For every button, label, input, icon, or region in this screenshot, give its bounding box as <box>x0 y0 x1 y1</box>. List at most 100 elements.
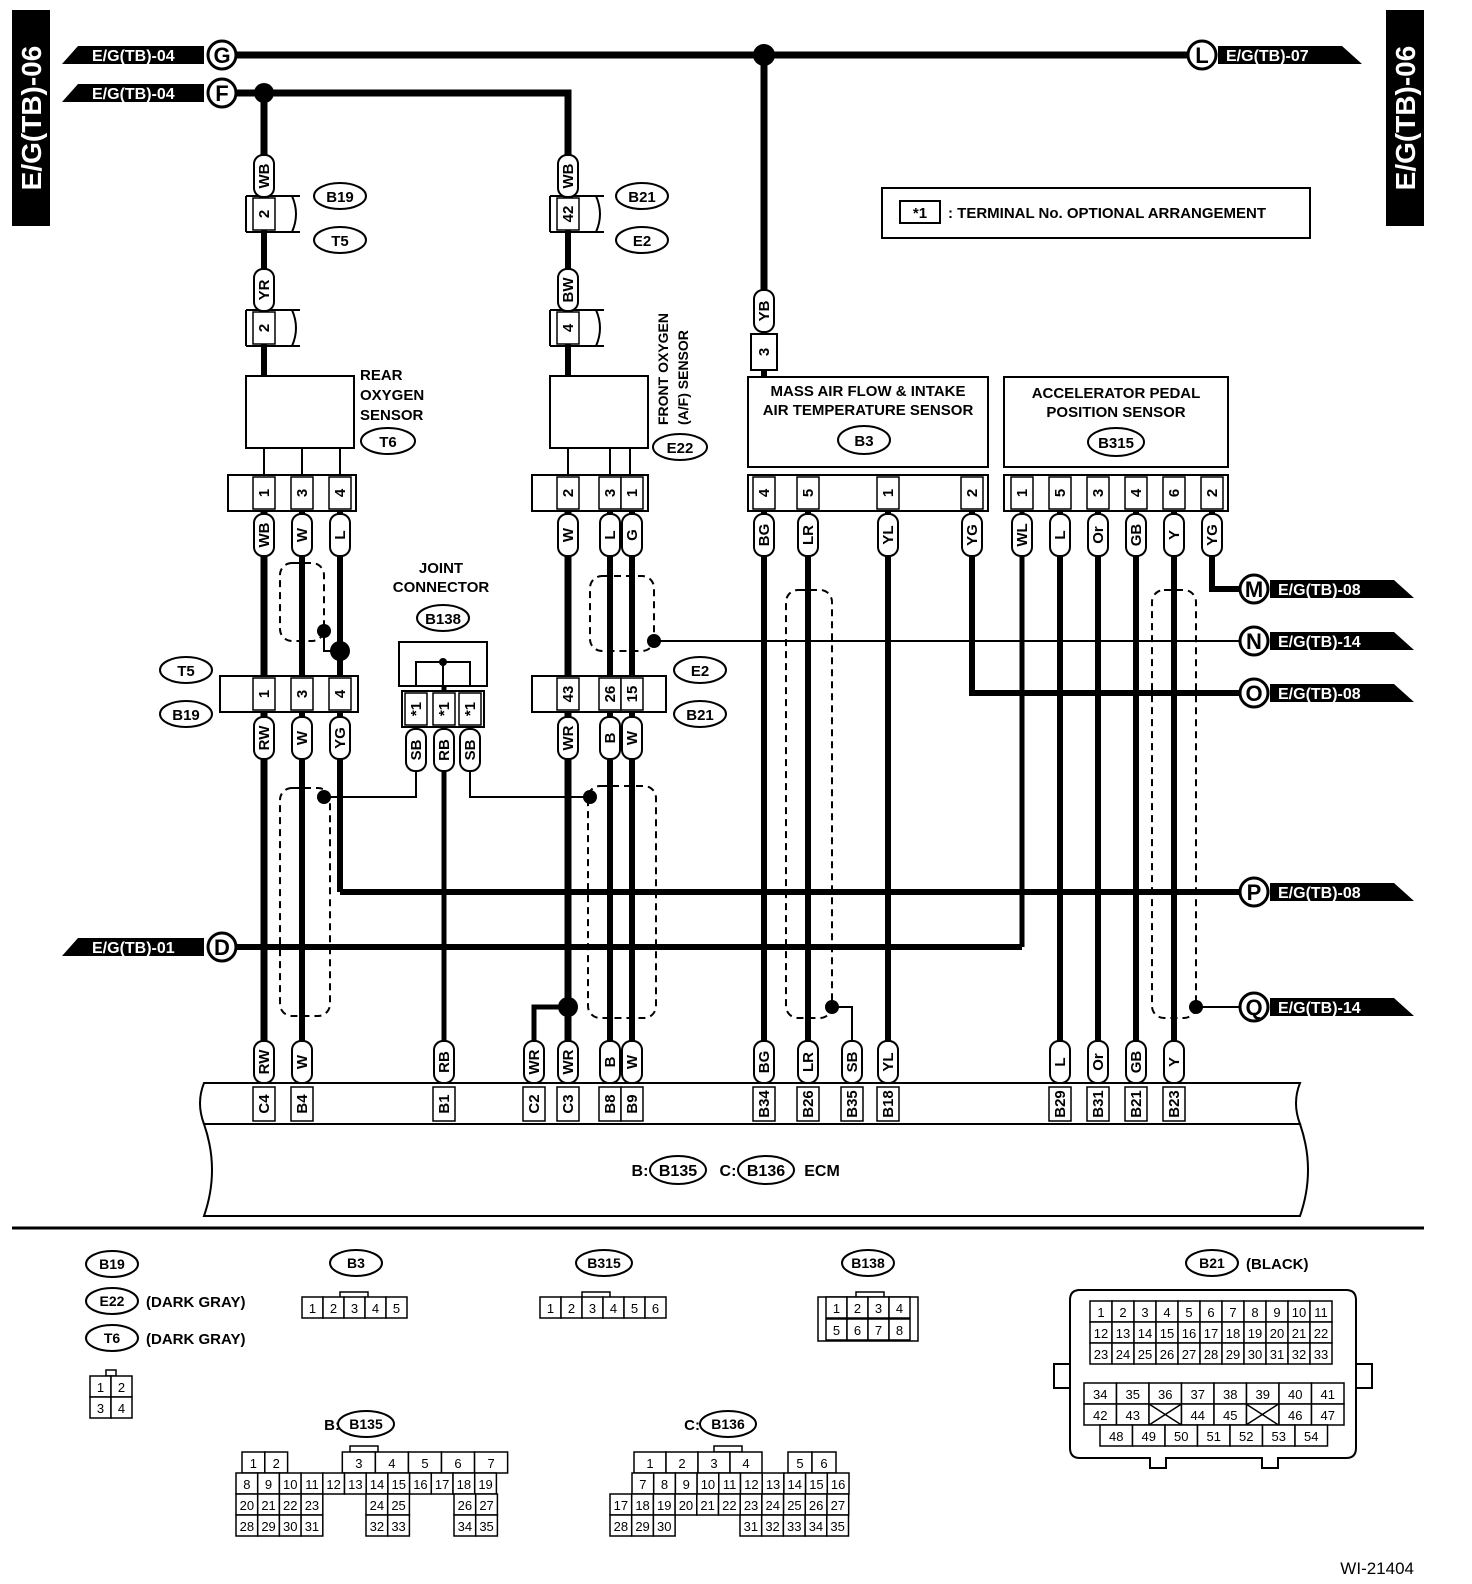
legend-pin-number: 4 <box>896 1301 903 1316</box>
svg-text:O: O <box>1245 681 1262 706</box>
ecm-pin-cell <box>252 1086 276 1122</box>
legend-connector-id <box>1185 1249 1239 1277</box>
pin-cell <box>796 476 820 510</box>
ecm-pin-cell <box>1162 1086 1186 1122</box>
connector-id-labels: B19 T5 B21 E2 T5 B19 E2 B21 <box>159 182 727 728</box>
legend-pin-cell <box>386 1514 411 1537</box>
pin-number: 15 <box>624 686 641 703</box>
connector-body <box>1003 474 1229 512</box>
legend-pin-number: 29 <box>635 1519 649 1534</box>
legend-connector-id <box>329 1249 383 1277</box>
legend-pin-number: 32 <box>765 1519 779 1534</box>
legend-pin-number: 13 <box>348 1477 362 1492</box>
legend-pin-number: 22 <box>283 1498 297 1513</box>
legend-pin-number: 28 <box>1204 1347 1218 1362</box>
wire-color-text: W <box>560 527 577 542</box>
legend-pin-number: 12 <box>1094 1326 1108 1341</box>
wire-color-label <box>291 513 313 557</box>
wire-color-label <box>1087 513 1109 557</box>
legend-pin-number: 7 <box>1229 1305 1236 1320</box>
legend-connector-id <box>85 1324 139 1352</box>
legend-pin-number: 5 <box>393 1301 400 1316</box>
legend-pin-number: 1 <box>97 1380 104 1395</box>
legend-pin-number: 3 <box>875 1301 882 1316</box>
legend-pin-number: 30 <box>1248 1347 1262 1362</box>
legend-pin-number: 2 <box>273 1456 280 1471</box>
legend-pin-number: 40 <box>1288 1387 1302 1402</box>
legend-pin-number: 38 <box>1223 1387 1237 1402</box>
left-side-tab: E/G(TB)-06 <box>12 10 50 226</box>
legend-pin-number: 20 <box>1270 1326 1284 1341</box>
svg-text:E/G(TB)-14: E/G(TB)-14 <box>1278 1000 1361 1017</box>
legend-pin-number: 9 <box>265 1477 272 1492</box>
legend-pin-number: 22 <box>722 1498 736 1513</box>
legend-pin-number: 3 <box>710 1456 717 1471</box>
legend-pin-number: 3 <box>97 1401 104 1416</box>
pin-cell <box>752 476 776 510</box>
legend-pin-cell <box>652 1514 676 1537</box>
legend-pin-number: 39 <box>1256 1387 1270 1402</box>
svg-text:POSITION SENSOR: POSITION SENSOR <box>1046 404 1185 421</box>
pin-cell <box>556 476 580 510</box>
legend-pin-cell <box>888 1296 911 1319</box>
legend-pin-number: 52 <box>1239 1429 1253 1444</box>
wire-color-text: SB <box>462 739 479 760</box>
pin-cell <box>404 692 428 726</box>
pin-number: 1 <box>256 690 273 698</box>
ecm-pin-cell <box>432 1086 456 1122</box>
legend-connector-text: T6 <box>104 1330 121 1346</box>
wire-color-text: WR <box>560 725 577 750</box>
pin-cell <box>960 476 984 510</box>
legend-pin-number: 33 <box>391 1519 405 1534</box>
legend-pin-number: 37 <box>1191 1387 1205 1402</box>
wire-color-text: BG <box>756 1051 773 1074</box>
wire-color-text: Or <box>1090 526 1107 544</box>
pin-number: 2 <box>256 210 273 218</box>
wire-color-text: WL <box>1014 523 1031 546</box>
legend-pin-number: 6 <box>854 1323 861 1338</box>
ecm-pin: C3 <box>560 1094 577 1113</box>
legend-pin-number: 2 <box>1119 1305 1126 1320</box>
legend-connector-text: B315 <box>587 1255 621 1271</box>
wire-color-text: LR <box>800 525 817 545</box>
wire-color-text: GB <box>1128 1051 1145 1074</box>
legend-pin-number: 2 <box>678 1456 685 1471</box>
wire-color-text: G <box>624 529 641 541</box>
wire-color-label <box>1087 1040 1109 1084</box>
legend-prefix: C: <box>684 1417 700 1434</box>
ecm-pin: B4 <box>294 1094 311 1114</box>
wire-color-text: YL <box>880 1052 897 1071</box>
wire-color-text: YG <box>964 524 981 546</box>
legend-pin-number: 7 <box>487 1456 494 1471</box>
legend-pin-number: 32 <box>370 1519 384 1534</box>
wire-color-text: YG <box>332 727 349 749</box>
wire-color-text: L <box>1052 1057 1069 1066</box>
wire-color-text: YL <box>880 525 897 544</box>
legend-pin-number: 4 <box>742 1456 749 1471</box>
splice-dot <box>558 997 578 1017</box>
ecm-pin: B21 <box>1128 1090 1145 1118</box>
legend-pin-number: 5 <box>421 1456 428 1471</box>
svg-text:P: P <box>1247 880 1262 905</box>
wire-color-label <box>557 1040 579 1084</box>
wire-color-text: RW <box>256 725 273 751</box>
pin-number: 2 <box>964 489 981 497</box>
svg-text:B3: B3 <box>854 433 873 450</box>
wire-color-label <box>291 716 313 760</box>
legend-pin-number: 34 <box>458 1519 472 1534</box>
pin-number: 3 <box>294 690 311 698</box>
wire-color-label <box>1049 1040 1071 1084</box>
pin-cell <box>328 677 352 711</box>
legend-pin-number: 30 <box>657 1519 671 1534</box>
legend-pin-number: 2 <box>118 1380 125 1395</box>
wire-color-label <box>621 513 643 557</box>
legend-pin-number: 5 <box>796 1456 803 1471</box>
wire-color-text: WB <box>256 163 273 188</box>
wire-color-label <box>405 728 427 772</box>
pin-cell <box>1124 476 1148 510</box>
splice-dot <box>1189 1000 1203 1014</box>
legend-pin-number: 44 <box>1191 1408 1205 1423</box>
legend-pin-number: 12 <box>326 1477 340 1492</box>
legend-pin-number: 35 <box>830 1519 844 1534</box>
